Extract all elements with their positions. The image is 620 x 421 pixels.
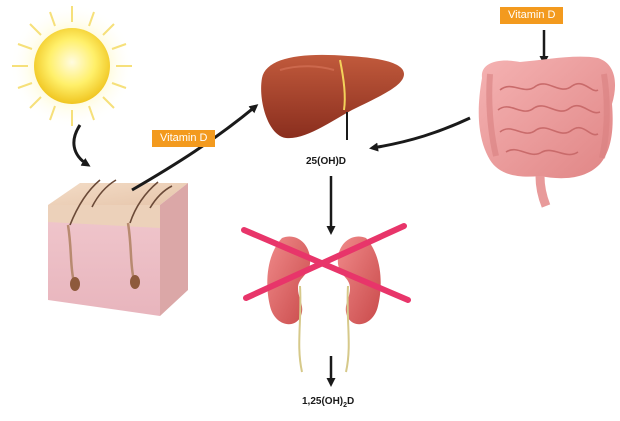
arrow-intestine-to-liver bbox=[372, 118, 470, 148]
arrow-sun-to-skin bbox=[74, 125, 88, 165]
skin-icon bbox=[48, 180, 188, 316]
kidney-product-label: 1,25(OH)2D bbox=[302, 396, 354, 409]
kidney-product-suffix: D bbox=[347, 396, 354, 407]
intestine-icon bbox=[479, 57, 615, 206]
vitamin-d-skin-tag: Vitamin D bbox=[152, 130, 215, 147]
kidney-product-prefix: 1,25(OH) bbox=[302, 396, 343, 407]
sun-icon bbox=[10, 4, 134, 128]
vitamin-d-gut-tag: Vitamin D bbox=[500, 7, 563, 24]
kidneys-icon bbox=[267, 236, 380, 372]
cross-out-icon bbox=[244, 226, 408, 300]
liver-product-label: 25(OH)D bbox=[306, 156, 346, 167]
liver-icon bbox=[261, 55, 404, 140]
arrow-skin-to-liver bbox=[132, 106, 256, 190]
